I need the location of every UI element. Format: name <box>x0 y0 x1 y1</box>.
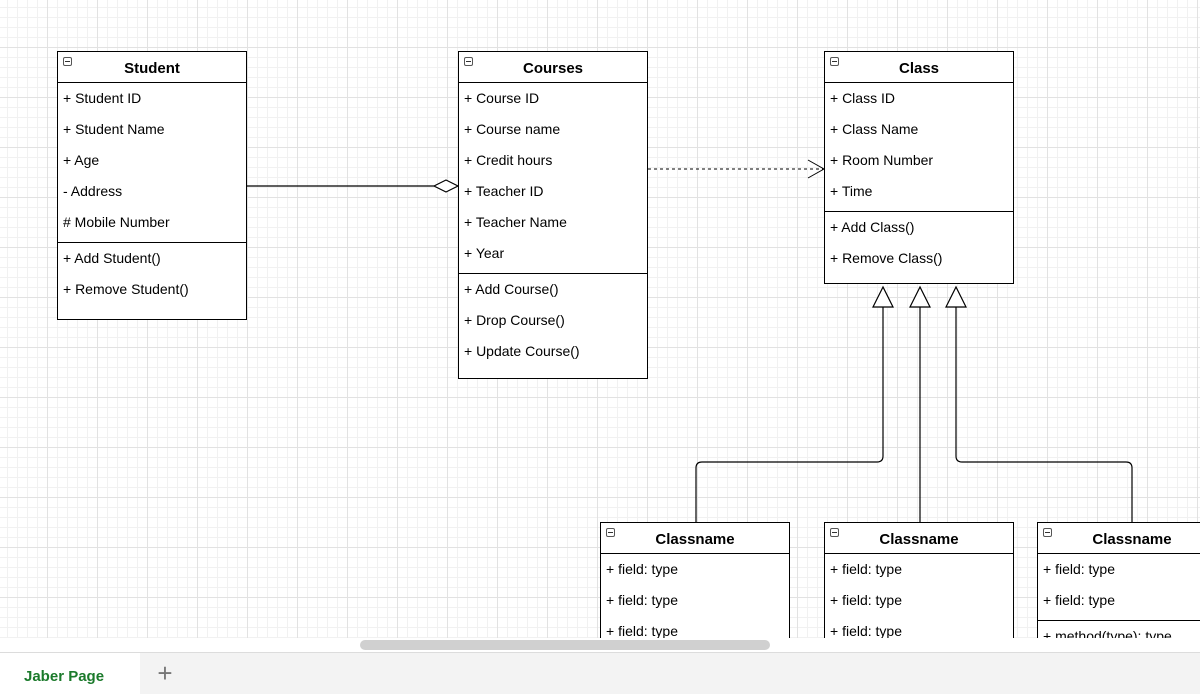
attribute[interactable]: + field: type <box>1043 592 1115 608</box>
attribute[interactable]: + field: type <box>606 623 678 638</box>
class-title: Student <box>124 60 180 77</box>
class-header: Classname <box>825 523 1013 554</box>
method[interactable]: + Remove Class() <box>830 250 943 266</box>
attribute[interactable]: + field: type <box>606 561 678 577</box>
attribute[interactable]: + field: type <box>830 592 902 608</box>
class-title: Classname <box>655 531 735 548</box>
method[interactable]: + Add Course() <box>464 281 559 297</box>
class-header: Student <box>58 52 246 83</box>
collapse-icon[interactable] <box>830 528 839 537</box>
attribute[interactable]: + Class Name <box>830 121 919 137</box>
collapse-icon[interactable] <box>606 528 615 537</box>
dependency-connector[interactable] <box>648 159 826 179</box>
method[interactable]: + Add Student() <box>63 250 161 266</box>
tab-jaber-page[interactable]: Jaber Page <box>0 653 140 694</box>
collapse-icon[interactable] <box>1043 528 1052 537</box>
class-title: Classname <box>1092 531 1172 548</box>
attribute[interactable]: + field: type <box>1043 561 1115 577</box>
connectors-layer <box>247 159 1133 523</box>
collapse-icon[interactable] <box>830 57 839 66</box>
method[interactable]: + Drop Course() <box>464 312 565 328</box>
attribute[interactable]: + Credit hours <box>464 152 553 168</box>
class-header: Courses <box>459 52 647 83</box>
class-subclass-1[interactable]: Classname + field: type + field: type + … <box>600 522 790 638</box>
class-title: Classname <box>879 531 959 548</box>
attribute[interactable]: + Course name <box>464 121 561 137</box>
generalization-arrowhead <box>945 285 967 308</box>
aggregation-diamond <box>432 179 460 193</box>
generalization-connector-3[interactable] <box>945 285 1133 523</box>
attribute[interactable]: + Time <box>830 183 873 199</box>
attribute[interactable]: + Class ID <box>830 90 895 106</box>
class-courses[interactable]: Courses + Course ID + Course name + Cred… <box>458 51 648 379</box>
attribute[interactable]: + field: type <box>830 623 902 638</box>
class-title: Class <box>898 60 940 77</box>
attribute[interactable]: + field: type <box>606 592 678 608</box>
attribute[interactable]: + Student Name <box>63 121 165 137</box>
generalization-connector-2[interactable] <box>909 285 931 523</box>
attribute[interactable]: + Age <box>63 152 100 168</box>
generalization-arrowhead <box>909 285 931 308</box>
generalization-arrowhead <box>872 285 894 308</box>
attribute[interactable]: + Teacher ID <box>464 183 544 199</box>
class-class[interactable]: Class + Class ID + Class Name + Room Num… <box>824 51 1014 284</box>
class-header: Classname <box>601 523 789 554</box>
attribute[interactable]: + Year <box>464 245 505 261</box>
page-tab-bar: Jaber Page + <box>0 652 1200 694</box>
class-subclass-3[interactable]: Classname + field: type + field: type + … <box>1037 522 1200 638</box>
generalization-connector-1[interactable] <box>695 285 894 523</box>
attribute[interactable]: - Address <box>63 183 123 199</box>
collapse-icon[interactable] <box>464 57 473 66</box>
attribute[interactable]: + field: type <box>830 561 902 577</box>
aggregation-connector[interactable] <box>247 179 460 193</box>
attribute[interactable]: + Course ID <box>464 90 540 106</box>
attribute[interactable]: + Student ID <box>63 90 142 106</box>
method[interactable]: + Remove Student() <box>63 281 189 297</box>
attribute[interactable]: + Room Number <box>830 152 934 168</box>
divider <box>1038 620 1200 621</box>
method[interactable]: + method(type): type <box>1043 628 1172 638</box>
class-subclass-2[interactable]: Classname + field: type + field: type + … <box>824 522 1014 638</box>
attribute[interactable]: # Mobile Number <box>63 214 170 230</box>
add-page-button[interactable]: + <box>157 658 173 688</box>
divider <box>459 273 647 274</box>
collapse-icon[interactable] <box>63 57 72 66</box>
horizontal-scrollbar[interactable] <box>360 640 770 650</box>
class-header: Classname <box>1038 523 1200 554</box>
method[interactable]: + Add Class() <box>830 219 915 235</box>
divider <box>58 242 246 243</box>
class-title: Courses <box>522 60 584 77</box>
class-header: Class <box>825 52 1013 83</box>
method[interactable]: + Update Course() <box>464 343 580 359</box>
diagram-canvas[interactable]: Student + Student ID + Student Name + Ag… <box>0 0 1200 638</box>
attribute[interactable]: + Teacher Name <box>464 214 567 230</box>
divider <box>825 211 1013 212</box>
class-student[interactable]: Student + Student ID + Student Name + Ag… <box>57 51 247 320</box>
